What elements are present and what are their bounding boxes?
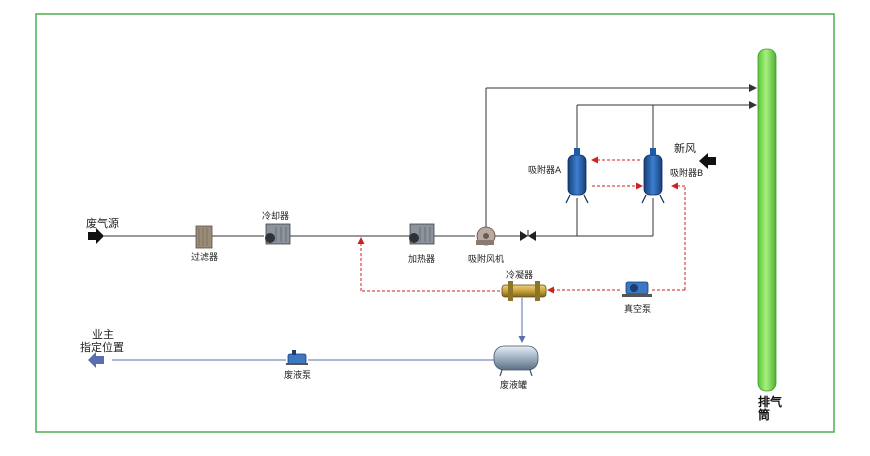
valve-icon [520, 230, 536, 241]
regeneration-lines [357, 156, 686, 294]
adsorption-fan-icon [476, 226, 496, 246]
exhaust-stack [757, 48, 777, 392]
vacuum-pump-icon [622, 281, 652, 297]
cooler-label: 冷却器 [262, 210, 289, 222]
waste-tank-label: 废液罐 [500, 379, 527, 391]
stack-label-line1: 排气 [758, 394, 782, 409]
adsorber-a-label: 吸附器A [528, 164, 562, 176]
adsorber-a-vessel [565, 148, 589, 204]
heater-label: 加热器 [408, 253, 435, 265]
filter-label: 过滤器 [191, 251, 218, 263]
filter-icon [195, 225, 213, 249]
condenser-icon [501, 281, 547, 301]
owner-label-line2: 指定位置 [80, 340, 124, 354]
waste-pump-icon [286, 350, 308, 365]
exhaust-source-arrow [88, 228, 104, 244]
owner-location-arrow [88, 352, 104, 368]
heater-icon [409, 223, 435, 245]
liquid-lines [112, 298, 526, 361]
adsorption-fan-label: 吸附风机 [468, 253, 504, 265]
waste-pump-label: 废液泵 [284, 369, 311, 381]
diagram-frame [35, 13, 835, 433]
adsorber-b-vessel [641, 148, 665, 204]
vacuum-pump-label: 真空泵 [624, 303, 651, 315]
owner-label-line1: 业主 [92, 328, 114, 341]
condenser-label: 冷凝器 [506, 269, 533, 281]
stack-label-line2: 筒 [758, 407, 770, 422]
waste-tank-icon [493, 345, 539, 377]
process-lines [104, 84, 757, 237]
adsorber-b-label: 吸附器B [670, 167, 703, 179]
fresh-air-label: 新风 [674, 141, 696, 155]
cooler-icon [265, 223, 291, 245]
fresh-air-arrow [699, 153, 716, 169]
exhaust-source-label: 废气源 [86, 216, 119, 230]
